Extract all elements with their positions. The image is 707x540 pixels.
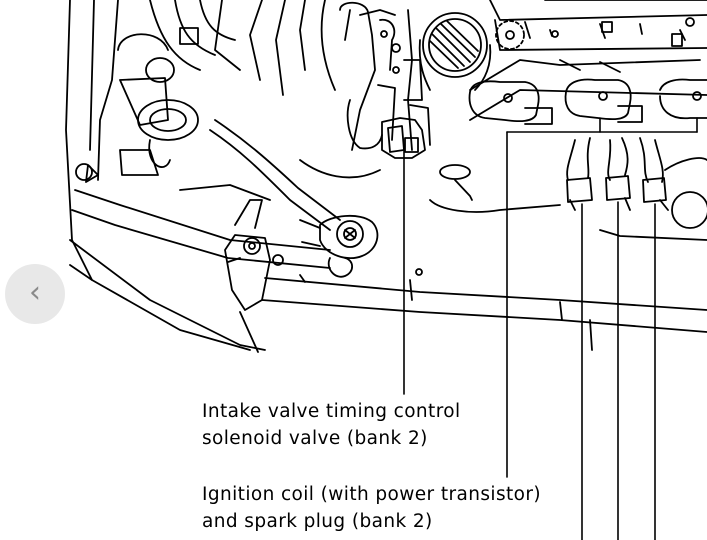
intake-valve-solenoid [299,1,431,179]
chevron-left-icon: ‹ [29,274,41,310]
front-cross-member [261,268,707,351]
left-hoses [65,0,336,281]
intake-manifold [469,0,707,121]
oil-filler-cap [418,12,492,91]
callout-ignition-coil: Ignition coil (with power transistor) an… [202,481,541,535]
engine-bracket [224,234,284,353]
dipstick [429,164,561,213]
callout-intake-valve-solenoid: Intake valve timing control solenoid val… [202,398,461,452]
back-button[interactable]: ‹ [5,264,65,324]
leader-lines [403,117,698,540]
callout-line: Intake valve timing control [202,401,461,422]
callout-line: and spark plug (bank 2) [202,511,433,532]
idler-pulley [299,215,379,278]
callout-line: solenoid valve (bank 2) [202,428,428,449]
diagonal-rail [69,119,341,351]
ignition-coil-heads [468,59,707,125]
coil-boots [566,137,707,241]
callout-line: Ignition coil (with power transistor) [202,484,541,505]
